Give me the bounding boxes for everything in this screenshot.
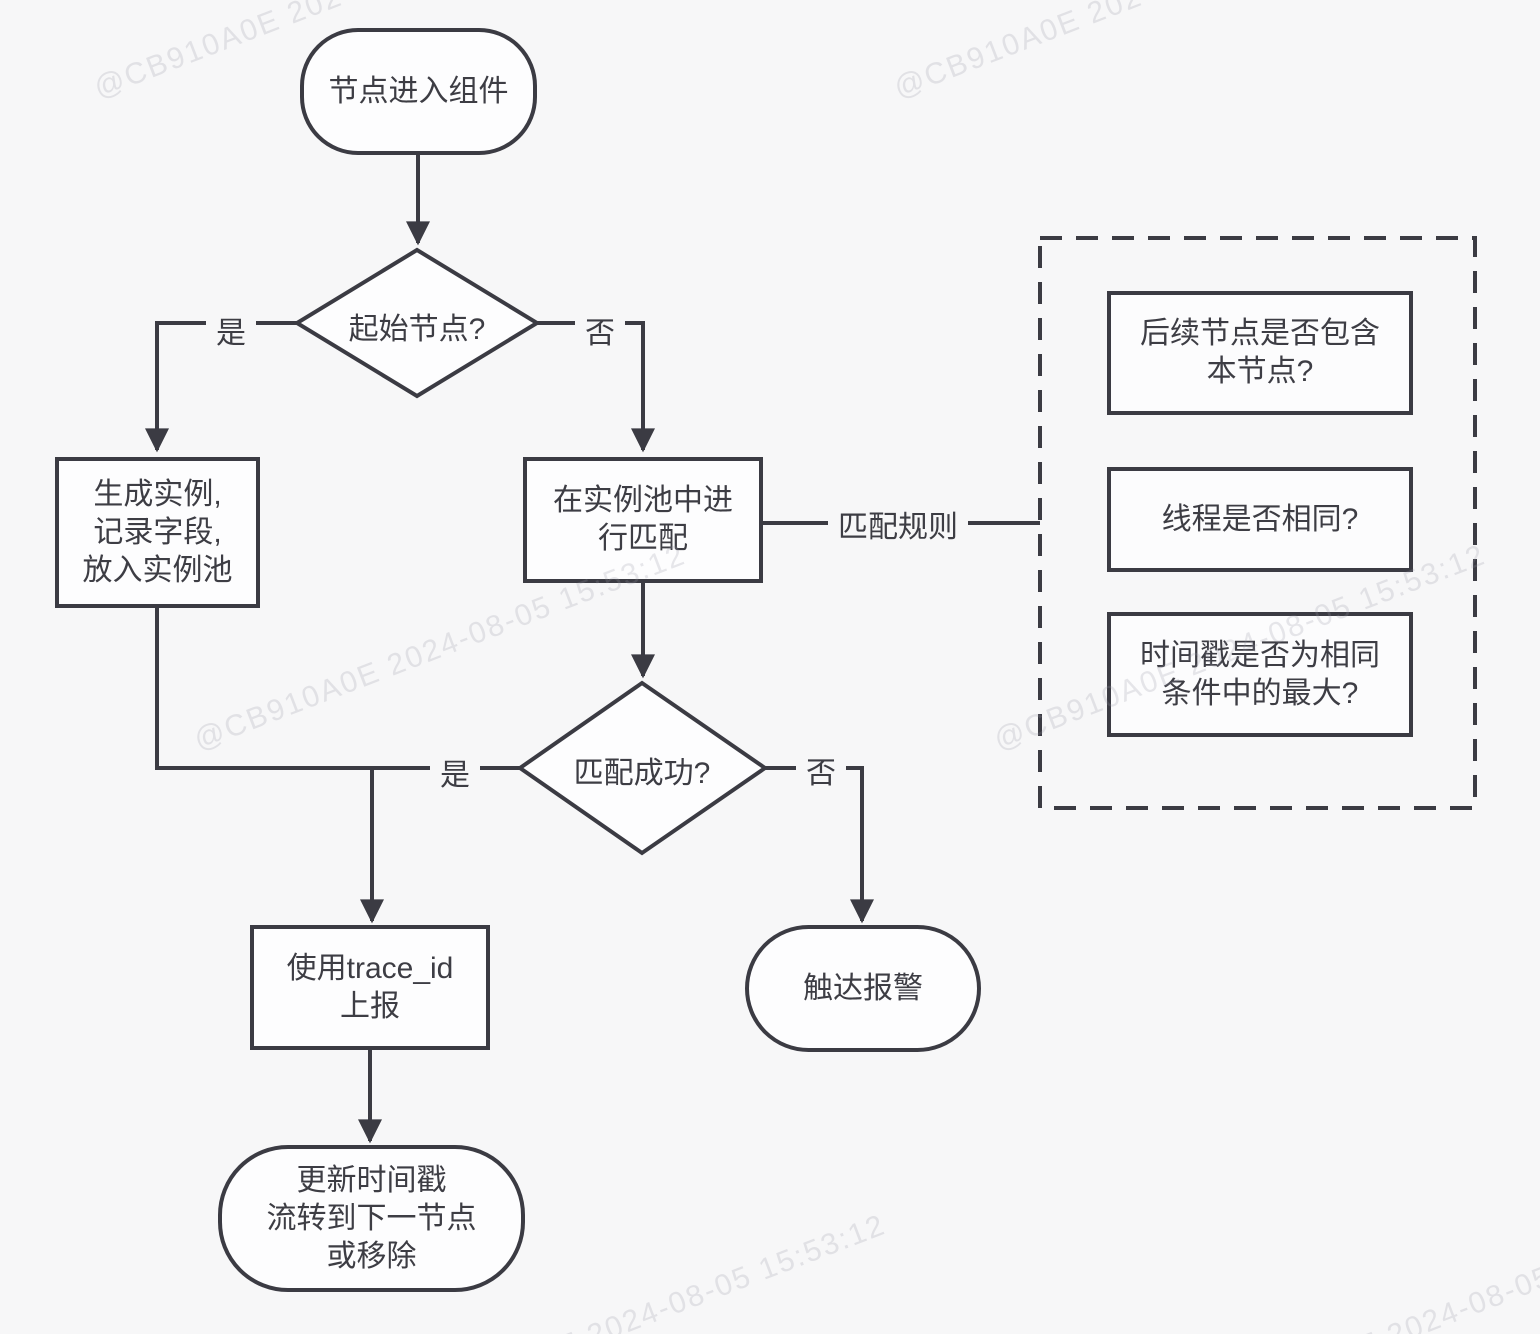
edge-label-start-yes: 是 [206,307,256,353]
edge-label-match-yes: 是 [430,749,480,795]
start-node-label: 节点进入组件 [328,74,509,108]
generate-line-3: 放入实例池 [82,553,233,587]
report-trace-node: 使用trace_id 上报 [250,925,490,1050]
rule2-line-1: 线程是否相同? [1161,502,1359,536]
rule-box-successor: 后续节点是否包含 本节点? [1107,291,1413,415]
rule-box-timestamp: 时间戳是否为相同 条件中的最大? [1107,612,1413,737]
rules-dashed-container [1038,236,1477,810]
update-timestamp-node: 更新时间戳 流转到下一节点 或移除 [218,1145,525,1292]
rule-box-thread: 线程是否相同? [1107,467,1413,572]
generate-line-1: 生成实例, [93,477,222,511]
decision-start-label: 起始节点? [348,313,486,346]
match-line-1: 在实例池中进 [553,484,733,517]
decision-match-diamond [516,680,769,856]
match-in-pool-node: 在实例池中进 行匹配 [523,457,763,583]
edge-generate-join [155,608,520,770]
generate-line-2: 记录字段, [93,515,222,549]
rule1-line-2: 本节点? [1206,355,1314,388]
edge-label-match-rule: 匹配规则 [828,501,968,547]
alarm-label: 触达报警 [803,971,923,1005]
rule1-line-1: 后续节点是否包含 [1140,317,1380,350]
edge-label-start-no: 否 [575,307,625,353]
generate-instance-node: 生成实例, 记录字段, 放入实例池 [55,457,260,608]
rule3-line-1: 时间戳是否为相同 [1140,638,1380,672]
edge-decision-no [537,321,655,453]
update-line-1: 更新时间戳 [296,1163,447,1197]
match-line-2: 行匹配 [598,522,688,555]
alarm-node: 触达报警 [745,925,981,1052]
rule3-line-2: 条件中的最大? [1161,676,1359,710]
edge-label-match-no: 否 [796,747,846,793]
decision-start-diamond [293,247,541,399]
report-line-2: 上报 [340,989,400,1023]
start-node: 节点进入组件 [300,28,537,155]
decision-match-label: 匹配成功? [573,757,711,790]
report-line-1: 使用trace_id [286,951,454,985]
update-line-2: 流转到下一节点 [266,1201,477,1235]
update-line-3: 或移除 [326,1239,417,1273]
